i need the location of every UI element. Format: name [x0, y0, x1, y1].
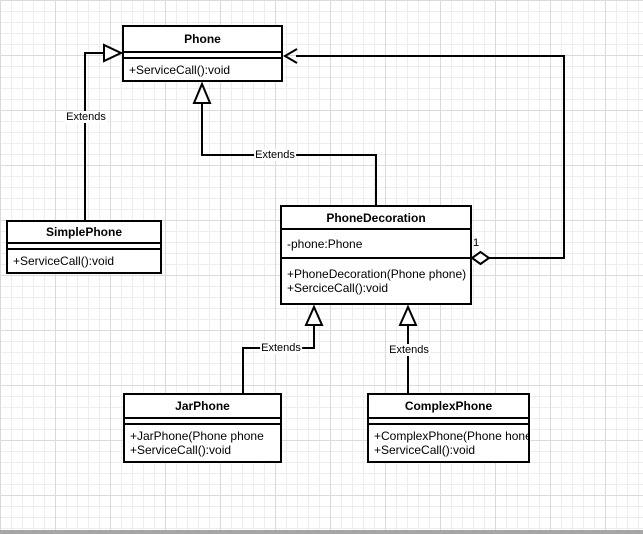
method-label: +ServiceCall():void [129, 62, 231, 77]
method-label: +ServiceCall():void [13, 254, 115, 268]
edge-label-extends-complexphone[interactable]: Extends [388, 344, 430, 356]
hollow-triangle-arrow-icon [192, 81, 212, 104]
method-label: +PhoneDecoration(Phone phone) [287, 267, 467, 281]
class-title: JarPhone [175, 399, 230, 413]
attributes-compartment: -phone:Phone [282, 228, 470, 257]
canvas-bottom-edge [0, 530, 643, 534]
class-title: ComplexPhone [404, 399, 493, 413]
attribute-label: -phone:Phone [287, 236, 363, 251]
hollow-triangle-arrow-icon [103, 43, 124, 63]
open-diamond-icon [470, 250, 491, 266]
compartment-divider [369, 417, 528, 425]
compartment-divider [124, 51, 281, 59]
class-simplephone[interactable]: SimplePhone +ServiceCall():void [6, 220, 162, 274]
edge-label-extends-left[interactable]: Extends [65, 111, 107, 123]
class-jarphone[interactable]: JarPhone +JarPhone(Phone phone +ServiceC… [123, 393, 282, 463]
compartment-divider [8, 242, 160, 250]
edge-label-multiplicity-1[interactable]: 1 [473, 237, 480, 249]
hollow-triangle-arrow-icon [304, 304, 324, 326]
methods-compartment: +ServiceCall():void [124, 59, 281, 80]
methods-compartment: +PhoneDecoration(Phone phone) +SerciceCa… [282, 257, 470, 303]
method-label: +SerciceCall():void [287, 281, 389, 295]
edge-phonedecoration-extends-phone[interactable] [192, 81, 377, 205]
class-complexphone[interactable]: ComplexPhone +ComplexPhone(Phone hone +S… [367, 393, 530, 463]
methods-compartment: +ComplexPhone(Phone hone +ServiceCall():… [369, 425, 528, 461]
hollow-triangle-arrow-icon [398, 304, 418, 326]
method-label: +ServiceCall():void [374, 443, 476, 457]
class-title: SimplePhone [45, 225, 122, 239]
method-label: +JarPhone(Phone phone [130, 429, 264, 443]
class-title: Phone [184, 32, 221, 46]
methods-compartment: +JarPhone(Phone phone +ServiceCall():voi… [125, 425, 280, 461]
method-label: +ServiceCall():void [130, 443, 232, 457]
open-arrow-icon [283, 48, 298, 64]
edge-label-extends-middle[interactable]: Extends [254, 149, 296, 161]
class-phone[interactable]: Phone +ServiceCall():void [122, 25, 283, 82]
class-title: PhoneDecoration [326, 210, 426, 225]
edge-phonedecoration-aggregates-phone[interactable] [283, 48, 565, 266]
methods-compartment: +ServiceCall():void [8, 250, 160, 272]
edge-simplephone-extends-phone[interactable] [84, 43, 124, 220]
edge-label-extends-jarphone[interactable]: Extends [260, 342, 302, 354]
edge-complexphone-extends-phonedecoration[interactable] [398, 304, 418, 393]
class-phonedecoration[interactable]: PhoneDecoration -phone:Phone +PhoneDecor… [280, 205, 472, 305]
method-label: +ComplexPhone(Phone hone [374, 429, 528, 443]
compartment-divider [125, 417, 280, 425]
